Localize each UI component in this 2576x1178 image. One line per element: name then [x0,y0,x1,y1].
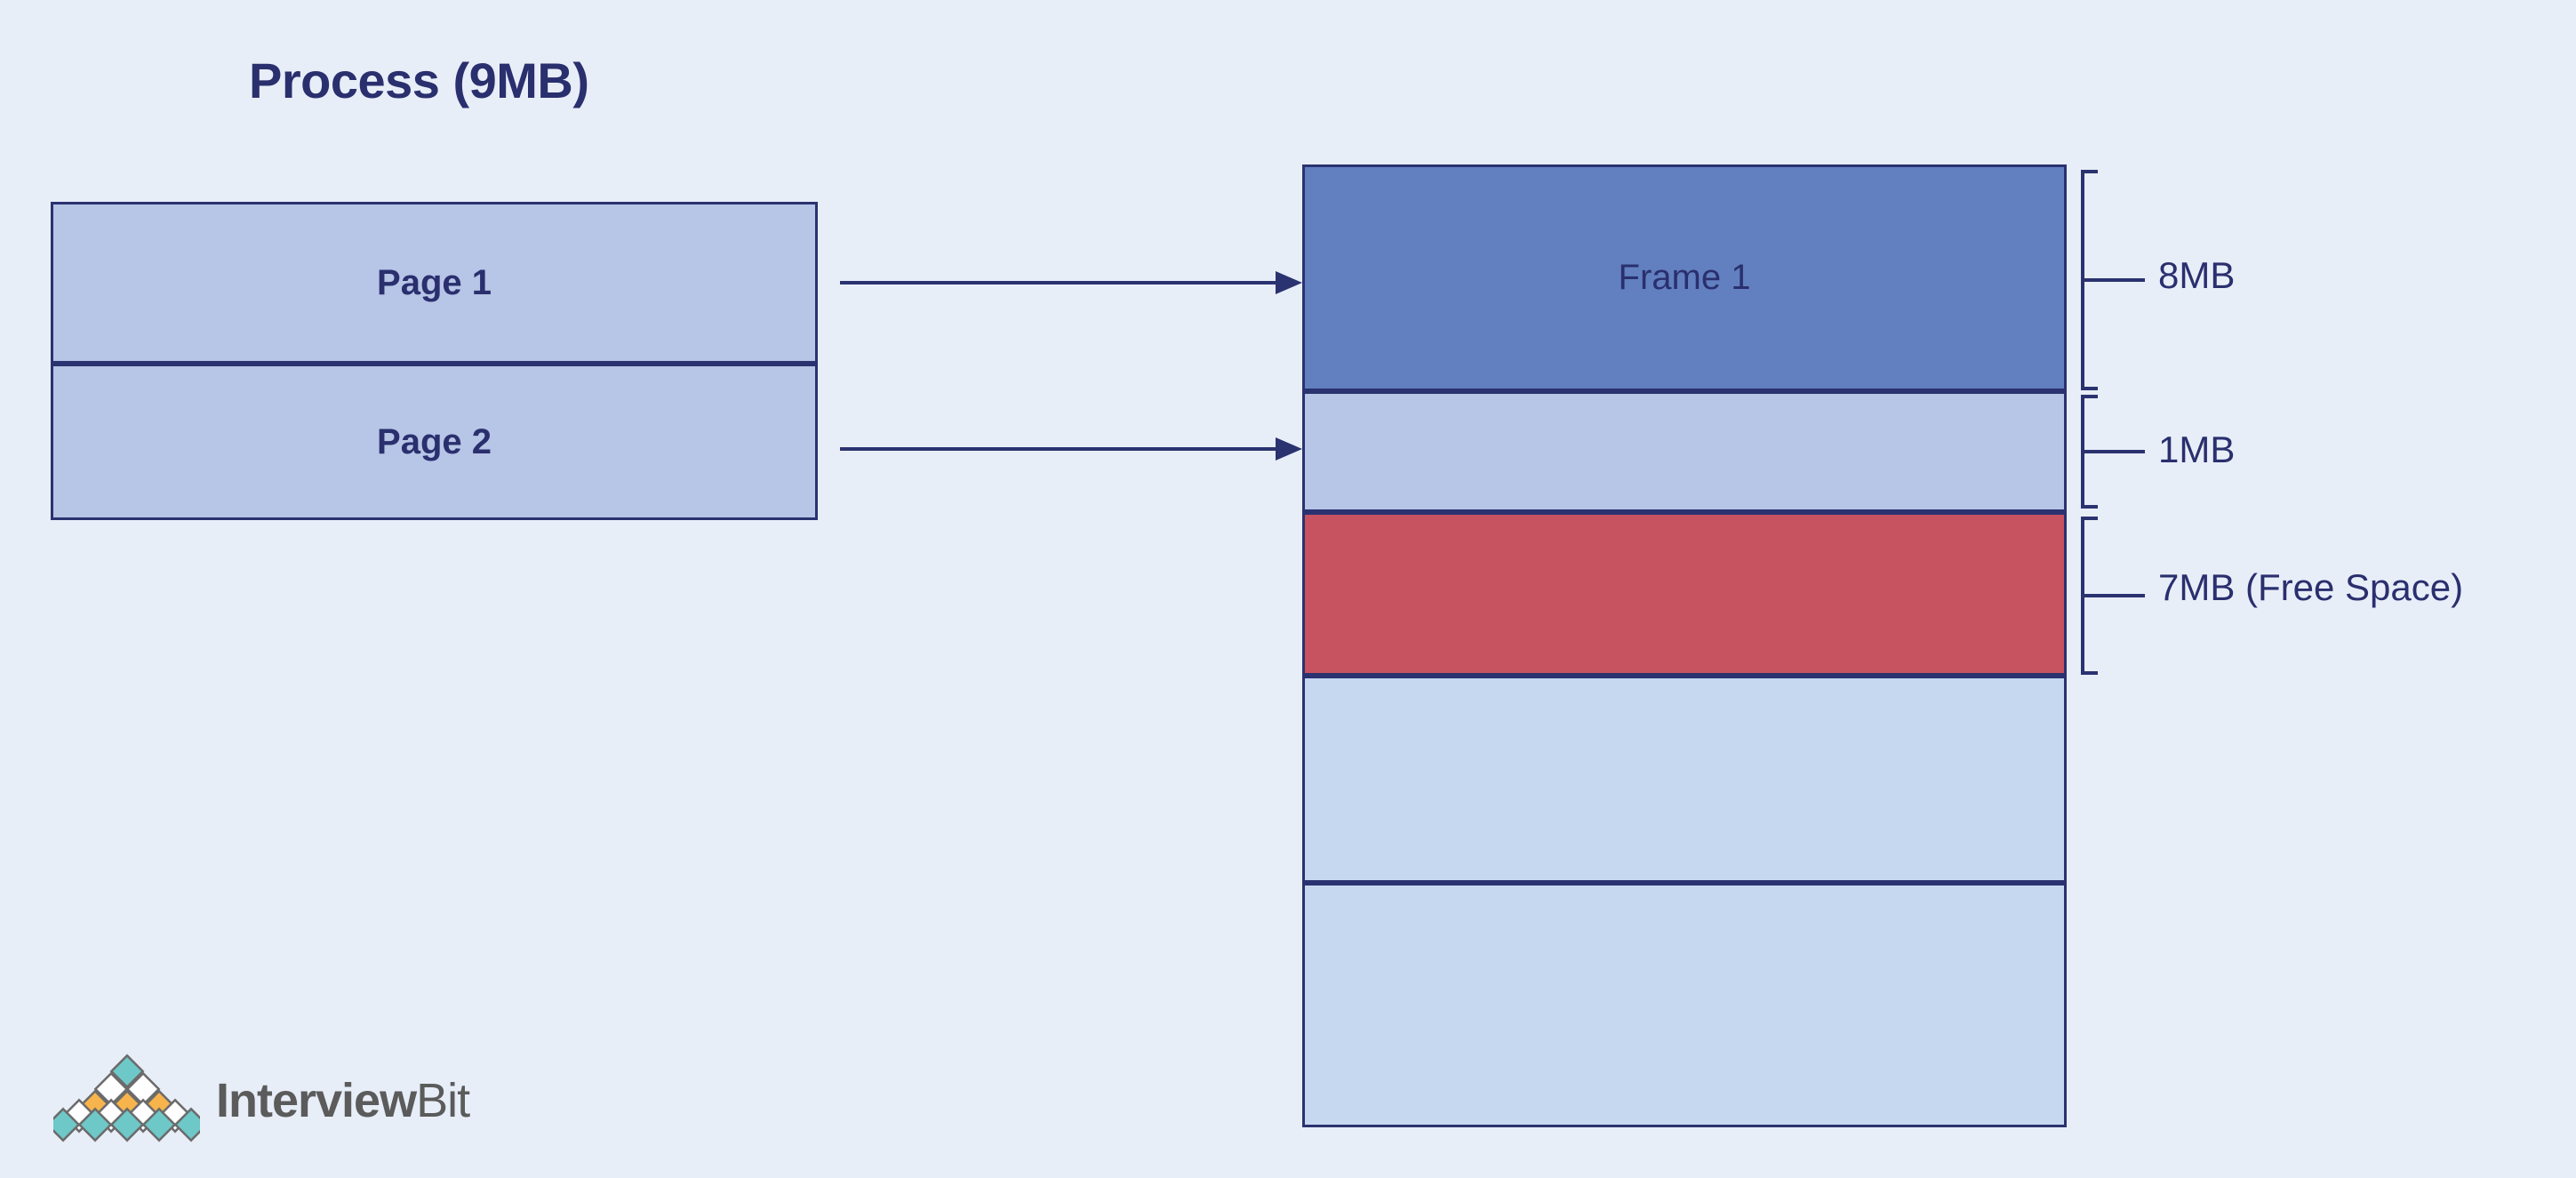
memory-block-empty-2[interactable] [1302,883,2067,1127]
memory-block-frame-1-label: Frame 1 [1618,258,1751,297]
measure-label-1mb: 1MB [2158,429,2236,470]
memory-block-frame-1[interactable]: Frame 1 [1302,164,2067,391]
interviewbit-wordmark-light: Bit [416,1073,470,1127]
measure-label-7mb-free-space: 7MB (Free Space) [2158,566,2464,608]
arrow-page1-to-frame1 [840,269,1302,296]
page-box-1[interactable]: Page 1 [51,202,818,364]
bracket-8mb [2078,169,2158,391]
process-page-group: Page 1 Page 2 [51,202,818,520]
interviewbit-logo: InterviewBit [45,1054,470,1147]
bracket-7mb-free-space [2078,516,2158,676]
page-box-2-label: Page 2 [377,421,492,461]
page-title: Process (9MB) [249,52,589,108]
memory-block-empty-1[interactable] [1302,676,2067,883]
memory-block-free-space[interactable] [1302,512,2067,676]
page-box-1-label: Page 1 [377,262,492,302]
interviewbit-diamond-icon [45,1054,209,1147]
measure-label-8mb: 8MB [2158,254,2236,296]
memory-block-1mb[interactable] [1302,391,2067,512]
arrow-page2-to-frame2 [840,436,1302,462]
interviewbit-wordmark: InterviewBit [216,1073,470,1128]
bracket-1mb [2078,394,2158,509]
interviewbit-wordmark-bold: Interview [216,1073,417,1127]
physical-memory-column: Frame 1 [1302,164,2067,1127]
page-box-2[interactable]: Page 2 [51,364,818,520]
